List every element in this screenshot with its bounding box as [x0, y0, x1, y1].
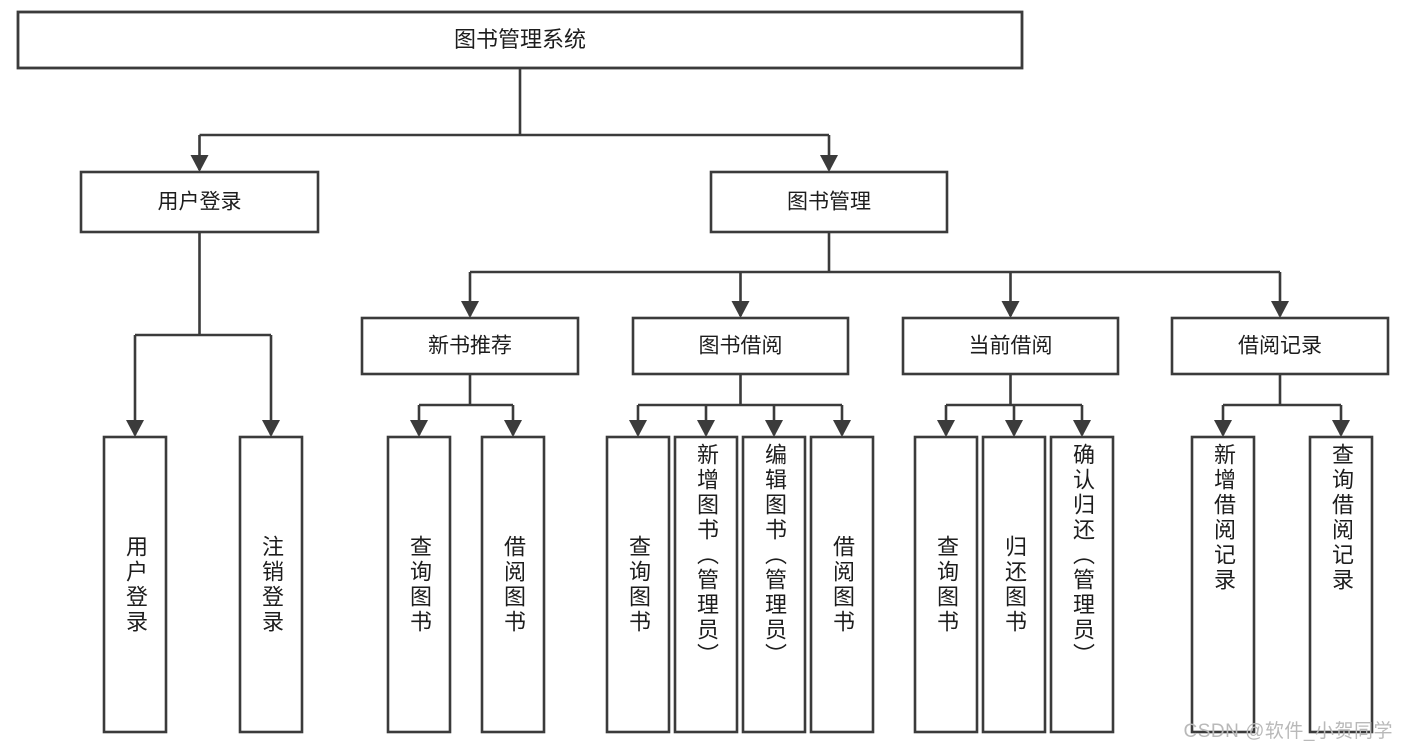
- arrow-head-book-manage: [820, 155, 838, 172]
- arrow-head-leaf-return-book: [1005, 420, 1023, 437]
- node-box-leaf-query-book-1[interactable]: [386, 435, 452, 734]
- arrow-head-new-book-rec: [461, 301, 479, 318]
- node-box-leaf-borrow-book-1[interactable]: [480, 435, 546, 734]
- arrow-head-user-login: [190, 155, 209, 172]
- arrow-head-leaf-confirm-return: [1073, 420, 1091, 437]
- node-box-leaf-query-record[interactable]: [1308, 435, 1374, 734]
- node-box-book-manage[interactable]: [709, 170, 949, 234]
- node-box-leaf-return-book[interactable]: [981, 435, 1047, 734]
- connectors-layer: [126, 68, 1350, 437]
- node-box-leaf-query-book-2[interactable]: [605, 435, 671, 734]
- node-box-leaf-add-record[interactable]: [1190, 435, 1256, 734]
- arrow-head-leaf-borrow-book-1: [504, 420, 522, 437]
- node-box-leaf-add-book[interactable]: [673, 435, 739, 734]
- node-label-book-borrow: 图书借阅: [699, 335, 783, 358]
- arrow-head-leaf-add-book: [697, 420, 715, 437]
- arrow-head-current-borrow: [1001, 301, 1020, 318]
- node-label-new-book-rec: 新书推荐: [428, 335, 512, 358]
- arrow-head-borrow-record: [1271, 301, 1289, 318]
- arrow-head-book-borrow: [731, 301, 750, 318]
- node-box-borrow-record[interactable]: [1170, 316, 1390, 376]
- node-box-leaf-confirm-return[interactable]: [1049, 435, 1115, 734]
- arrow-head-leaf-query-book-2: [629, 420, 647, 437]
- arrow-head-leaf-borrow-book-2: [833, 420, 851, 437]
- node-label-user-login: 用户登录: [158, 191, 242, 214]
- node-box-leaf-query-book-3[interactable]: [913, 435, 979, 734]
- arrow-head-leaf-add-record: [1214, 420, 1232, 437]
- node-box-leaf-borrow-book-2[interactable]: [809, 435, 875, 734]
- node-label-borrow-record: 借阅记录: [1238, 335, 1322, 358]
- arrow-head-leaf-query-book-3: [937, 420, 955, 437]
- node-box-leaf-edit-book[interactable]: [741, 435, 807, 734]
- arrow-head-leaf-edit-book: [765, 420, 783, 437]
- node-box-user-login[interactable]: [79, 170, 320, 234]
- node-box-leaf-user-login[interactable]: [102, 435, 168, 734]
- boxes-layer: [16, 10, 1390, 734]
- node-box-new-book-rec[interactable]: [360, 316, 580, 376]
- node-box-leaf-user-logout[interactable]: [238, 435, 304, 734]
- node-box-root[interactable]: [16, 10, 1024, 70]
- node-label-root: 图书管理系统: [454, 27, 586, 52]
- watermark-text: CSDN @软件_小贺同学: [1183, 721, 1393, 742]
- node-label-book-manage: 图书管理: [787, 191, 871, 214]
- node-box-current-borrow[interactable]: [901, 316, 1120, 376]
- node-label-current-borrow: 当前借阅: [969, 335, 1053, 358]
- arrow-head-leaf-user-login: [126, 420, 144, 437]
- arrow-head-leaf-query-book-1: [410, 420, 428, 437]
- arrow-head-leaf-user-logout: [262, 420, 280, 437]
- arrow-head-leaf-query-record: [1332, 420, 1350, 437]
- node-box-book-borrow[interactable]: [631, 316, 850, 376]
